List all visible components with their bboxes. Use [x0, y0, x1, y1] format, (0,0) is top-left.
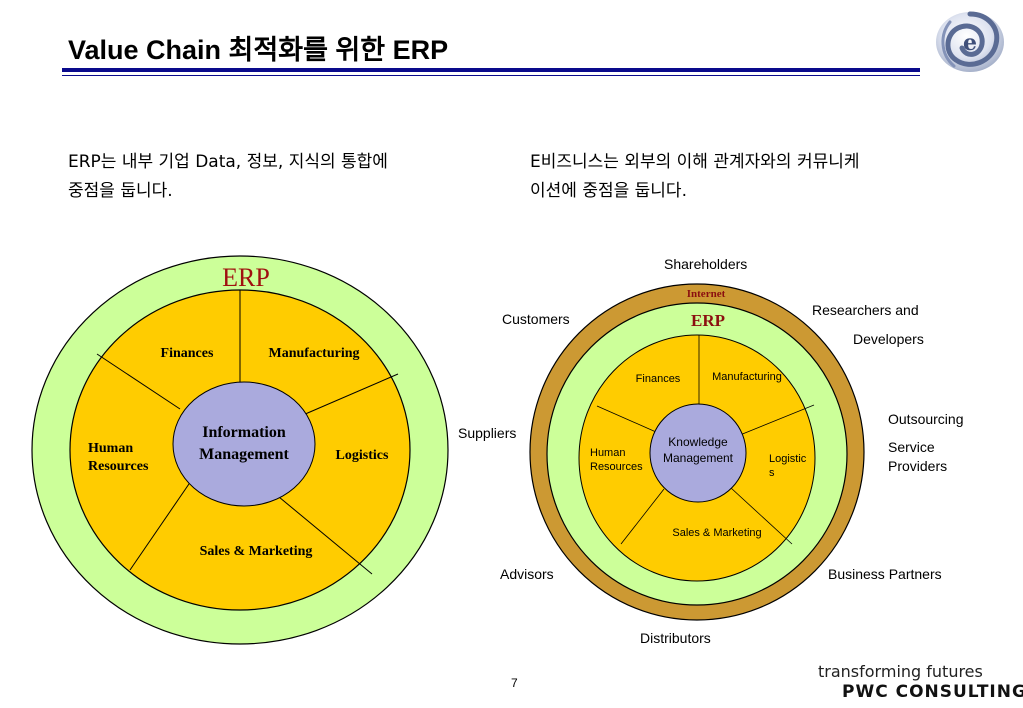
erp-diagram: ERP Information Management Finances Manu… [31, 255, 449, 645]
stakeholder-customers: Customers [502, 311, 570, 327]
left-caption-line2: 중점을 둡니다. [68, 181, 173, 201]
ebiz-segment-logistics-line1: Logistic [769, 453, 807, 465]
ebiz-hub-label-line1: Knowledge [668, 435, 728, 449]
erp-segment-manufacturing: Manufacturing [269, 346, 360, 361]
erp-hub-label-line2: Management [199, 446, 289, 463]
stakeholder-researchers-line1: Researchers and [812, 302, 919, 318]
ebiz-segment-finances: Finances [636, 373, 681, 385]
left-caption-line1: ERP는 내부 기업 Data, 정보, 지식의 통합에 [68, 152, 388, 172]
title-underline [62, 68, 920, 72]
ebiz-internet-label: Internet [687, 288, 726, 300]
ebiz-segment-manufacturing: Manufacturing [712, 371, 782, 383]
footer-company-logo: PWC CONSULTING [842, 682, 1023, 702]
ebiz-segment-dividers [596, 335, 815, 545]
ebiz-hub [649, 403, 747, 503]
stakeholder-business-partners: Business Partners [828, 566, 942, 582]
right-caption-line2: 이션에 중점을 둡니다. [530, 181, 687, 201]
stakeholder-outsourcing-line2: Service [888, 439, 935, 455]
ebiz-diagram: Internet ERP Knowledge Management Financ… [529, 283, 865, 621]
right-caption: E비즈니스는 외부의 이해 관계자와의 커뮤니케 이션에 중점을 둡니다. [530, 148, 860, 206]
erp-hub [172, 381, 316, 507]
e-swirl-logo-icon: e [936, 11, 1004, 72]
ebiz-segment-sales: Sales & Marketing [672, 527, 761, 539]
ebiz-segment-hr-line2: Resources [590, 461, 643, 473]
erp-segment-sales: Sales & Marketing [200, 544, 313, 559]
page-title: Value Chain 최적화를 위한 ERP [68, 35, 449, 65]
stakeholder-distributors: Distributors [640, 630, 711, 646]
footer-tagline: transforming futures [818, 662, 983, 681]
page-number: 7 [511, 676, 518, 690]
stakeholder-outsourcing-line1: Outsourcing [888, 411, 964, 427]
erp-ring-label: ERP [222, 263, 270, 292]
ebiz-segment-hr-line1: Human [590, 447, 625, 459]
erp-segment-hr-line1: Human [88, 441, 133, 456]
erp-segment-dividers [96, 290, 399, 575]
ebiz-hub-label-line2: Management [663, 451, 734, 465]
stakeholder-advisors: Advisors [500, 566, 554, 582]
stakeholder-researchers-line2: Developers [853, 331, 924, 347]
svg-text:e: e [963, 30, 977, 56]
stakeholder-suppliers: Suppliers [458, 425, 517, 441]
erp-segment-finances: Finances [161, 346, 214, 361]
left-caption: ERP는 내부 기업 Data, 정보, 지식의 통합에 중점을 둡니다. [68, 148, 388, 206]
title-underline-thin [62, 75, 920, 76]
erp-segment-hr-line2: Resources [88, 459, 149, 474]
erp-segment-logistics: Logistics [336, 448, 389, 463]
stakeholder-outsourcing-line3: Providers [888, 458, 948, 474]
erp-hub-label-line1: Information [202, 424, 286, 441]
stakeholder-shareholders: Shareholders [664, 256, 748, 272]
ebiz-erp-label: ERP [691, 311, 725, 330]
ebiz-segment-logistics-line2: s [769, 467, 775, 479]
right-caption-line1: E비즈니스는 외부의 이해 관계자와의 커뮤니케 [530, 152, 860, 172]
